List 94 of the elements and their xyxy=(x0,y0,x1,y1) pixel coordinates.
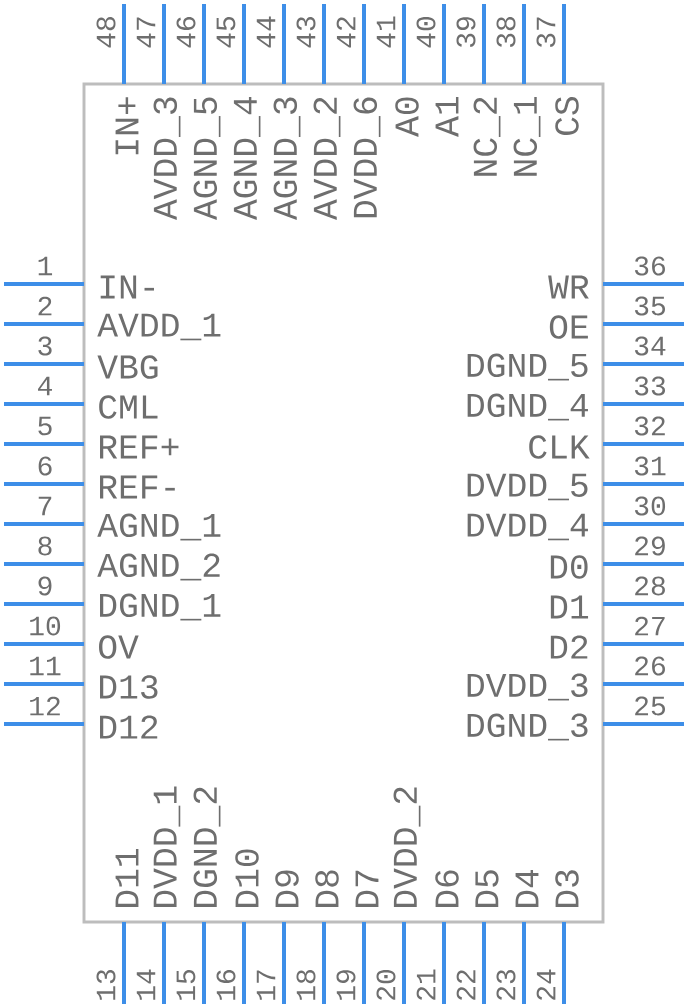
pin-number: 5 xyxy=(38,416,52,436)
pin-number: 45 xyxy=(216,17,236,48)
pin-number: 9 xyxy=(38,576,52,596)
pin-name: VBG xyxy=(97,355,158,379)
pin-name: D13 xyxy=(100,675,158,699)
pin-number: 48 xyxy=(96,17,116,48)
pin-name: D9 xyxy=(275,870,299,907)
pin-number: 13 xyxy=(96,969,116,1000)
pin-name: D3 xyxy=(555,870,579,907)
pin-number: 46 xyxy=(176,17,196,48)
pin-number: 16 xyxy=(216,970,236,1000)
pin-number: 28 xyxy=(635,576,665,596)
pin-number: 39 xyxy=(456,17,476,48)
pin-name: WR xyxy=(548,275,589,299)
pin-name: DGND_2 xyxy=(193,787,221,907)
pin-number: 33 xyxy=(634,376,666,396)
pin-number: 42 xyxy=(336,17,356,48)
pin-name: AGND_4 xyxy=(233,97,261,221)
pin-name: AGND_1 xyxy=(97,513,221,541)
pin-name: CS xyxy=(555,97,579,135)
pin-number: 20 xyxy=(376,969,396,1000)
pin-number: 29 xyxy=(635,536,665,556)
pin-name: D11 xyxy=(115,849,139,907)
pin-name: DVDD_4 xyxy=(467,513,588,541)
pin-number: 6 xyxy=(38,456,52,476)
pin-name: AVDD_1 xyxy=(97,313,221,341)
pin-number: 23 xyxy=(496,969,516,1000)
pin-name: DVDD_1 xyxy=(153,786,181,907)
pin-number: 15 xyxy=(176,969,196,1000)
pin-name: A1 xyxy=(435,96,459,137)
pin-name: OE xyxy=(549,315,588,339)
pin-name: D6 xyxy=(435,870,459,907)
pin-number: 8 xyxy=(38,536,52,556)
pin-name: AGND_3 xyxy=(273,97,301,221)
pin-name: AGND_2 xyxy=(97,553,220,581)
pin-number: 21 xyxy=(416,969,436,1000)
pin-name: REF+ xyxy=(100,435,179,459)
pin-name: D0 xyxy=(550,555,588,579)
pin-number: 38 xyxy=(496,17,516,48)
pin-name: D10 xyxy=(235,849,259,907)
pin-name: D4 xyxy=(515,869,539,907)
pin-name: NC_1 xyxy=(513,96,541,176)
pin-name: DVDD_3 xyxy=(467,673,588,701)
pin-name: D1 xyxy=(550,595,589,619)
pin-number: 22 xyxy=(456,970,476,1000)
pin-name: IN- xyxy=(100,275,154,299)
pin-name: DVDD_6 xyxy=(353,97,381,218)
pin-number: 3 xyxy=(38,336,52,356)
pin-name: D7 xyxy=(355,870,379,907)
pin-number: 44 xyxy=(256,16,276,48)
pin-number: 41 xyxy=(376,16,396,48)
pin-name: DGND_1 xyxy=(100,593,221,621)
pin-name: CLK xyxy=(529,435,590,459)
pin-number: 47 xyxy=(136,17,156,48)
pin-name: CML xyxy=(99,395,158,419)
pin-number: 2 xyxy=(38,296,52,316)
pin-number: 40 xyxy=(416,16,436,48)
pin-name: OV xyxy=(99,635,139,659)
pin-name: REF- xyxy=(100,475,175,499)
pin-number: 7 xyxy=(38,496,52,516)
pin-number: 17 xyxy=(256,970,276,1000)
pin-name: AVDD_2 xyxy=(313,97,341,221)
pin-number: 34 xyxy=(634,336,666,356)
pin-number: 25 xyxy=(635,696,666,716)
pin-number: 43 xyxy=(296,17,316,48)
pin-name: A0 xyxy=(395,97,419,137)
pin-name: D12 xyxy=(100,715,158,739)
pin-name: DGND_5 xyxy=(467,353,588,381)
pin-number: 31 xyxy=(634,456,666,476)
pin-name: D2 xyxy=(550,635,588,659)
pin-number: 37 xyxy=(536,17,556,48)
pin-number: 32 xyxy=(634,416,665,436)
pin-name: NC_2 xyxy=(473,97,501,176)
pin-number: 35 xyxy=(634,296,666,316)
pin-number: 1 xyxy=(38,256,53,276)
pin-name: AVDD_3 xyxy=(153,97,181,221)
ic-body xyxy=(82,82,605,924)
pin-name: AGND_5 xyxy=(193,97,221,221)
pin-name: DGND_3 xyxy=(467,713,588,741)
pin-name: IN+ xyxy=(115,97,139,155)
pin-name: D8 xyxy=(315,870,339,907)
pin-number: 30 xyxy=(634,496,666,516)
pin-name: DGND_4 xyxy=(467,393,588,421)
pin-number: 4 xyxy=(38,376,52,396)
pin-name: D5 xyxy=(475,870,499,907)
pin-number: 14 xyxy=(136,969,156,1000)
pin-number: 24 xyxy=(536,969,556,1000)
pin-name: DVDD_5 xyxy=(467,473,588,501)
pin-name: DVDD_2 xyxy=(393,787,421,907)
pin-number: 26 xyxy=(635,656,665,676)
pin-number: 18 xyxy=(296,970,316,1000)
pin-number: 36 xyxy=(634,256,665,276)
pin-number: 27 xyxy=(635,616,665,636)
pin-number: 19 xyxy=(336,970,356,1000)
